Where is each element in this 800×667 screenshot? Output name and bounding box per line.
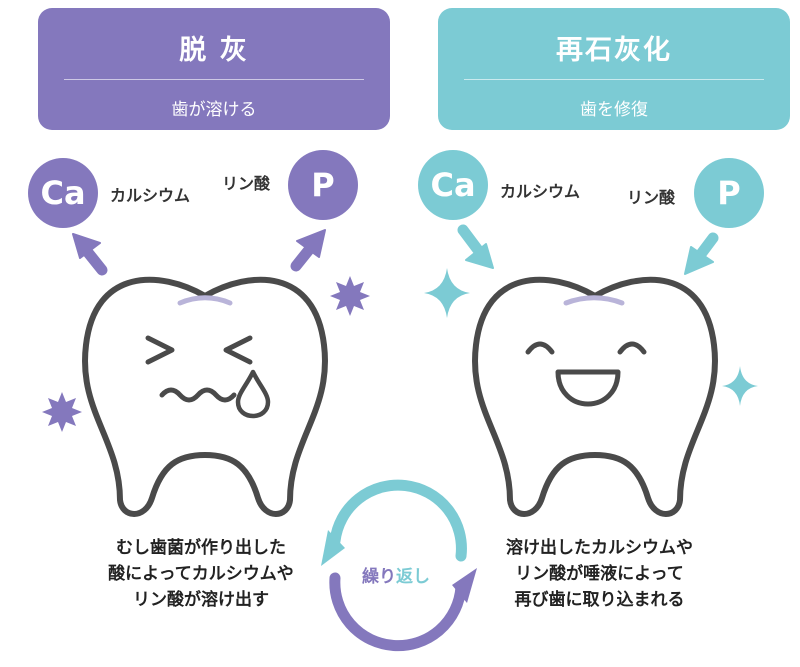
right-caption-line: 再び歯に取り込まれる bbox=[514, 590, 685, 610]
remineralization-subtitle: 歯を修復 bbox=[580, 100, 648, 120]
left-caption-line: 酸によってカルシウムや bbox=[108, 564, 294, 584]
right-calcium-circle: Ca bbox=[418, 150, 488, 220]
cycle-arrows-icon bbox=[321, 479, 477, 652]
sad-tooth-icon bbox=[82, 276, 328, 517]
right-phosphate-label: リン酸 bbox=[627, 188, 676, 207]
left-caption: むし歯菌が作り出した 酸によってカルシウムや リン酸が溶け出す bbox=[96, 535, 306, 613]
right-phosphate-circle: P bbox=[694, 158, 764, 228]
right-calcium-label: カルシウム bbox=[500, 182, 581, 201]
right-caption-line: リン酸が唾液によって bbox=[515, 564, 684, 584]
happy-tooth-icon bbox=[472, 276, 718, 517]
panel-divider bbox=[64, 79, 364, 80]
demineralization-panel: 脱 灰 歯が溶ける bbox=[38, 8, 390, 130]
demineralization-title: 脱 灰 bbox=[179, 35, 249, 66]
demineralization-subtitle: 歯が溶ける bbox=[171, 100, 257, 120]
left-calcium-circle: Ca bbox=[28, 158, 98, 228]
left-phosphate-label: リン酸 bbox=[222, 174, 271, 193]
cycle-label-part1: 繰り bbox=[362, 567, 396, 587]
germ-icon bbox=[330, 276, 370, 316]
left-calcium-label: カルシウム bbox=[110, 186, 191, 205]
sparkle-icon bbox=[722, 366, 758, 406]
left-phosphate-circle: P bbox=[288, 150, 358, 220]
cycle-label-part2: 返し bbox=[396, 567, 430, 587]
panel-divider bbox=[464, 79, 764, 80]
arrow-down-right-icon bbox=[457, 224, 494, 269]
cycle-label: 繰り返し bbox=[362, 562, 430, 587]
right-caption: 溶け出したカルシウムや リン酸が唾液によって 再び歯に取り込まれる bbox=[492, 535, 707, 613]
arrow-up-right-icon bbox=[290, 229, 326, 272]
arrow-up-left-icon bbox=[72, 233, 108, 276]
germ-icon bbox=[42, 392, 82, 432]
left-caption-line: リン酸が溶け出す bbox=[133, 590, 269, 610]
left-caption-line: むし歯菌が作り出した bbox=[116, 538, 286, 558]
arrow-down-left-icon bbox=[684, 232, 719, 275]
right-caption-line: 溶け出したカルシウムや bbox=[506, 538, 693, 558]
sparkle-icon bbox=[424, 268, 470, 318]
remineralization-panel: 再石灰化 歯を修復 bbox=[438, 8, 790, 130]
remineralization-title: 再石灰化 bbox=[556, 35, 672, 66]
